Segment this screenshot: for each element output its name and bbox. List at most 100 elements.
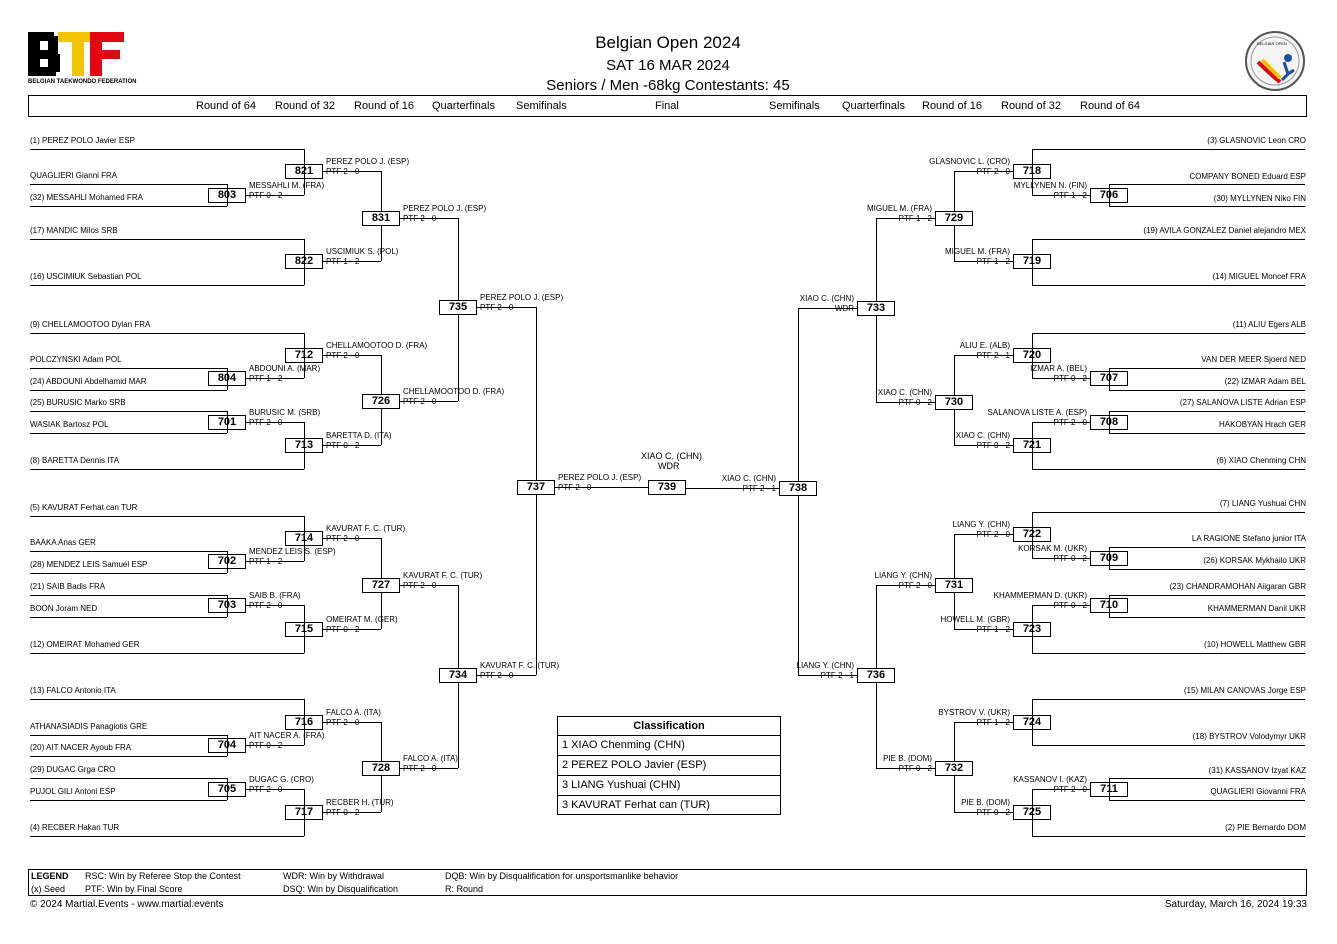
round-label: Semifinals xyxy=(516,100,567,112)
bracket-line xyxy=(477,307,536,308)
bracket-line xyxy=(1032,149,1033,195)
bracket-line xyxy=(954,445,1013,446)
match-winner: KAVURAT F. C. (TUR) xyxy=(403,571,483,580)
bracket-line xyxy=(954,534,1013,535)
bracket-line xyxy=(30,617,227,618)
bracket-line xyxy=(1109,184,1305,185)
bracket-line xyxy=(477,675,536,676)
bracket-line xyxy=(954,261,1013,262)
bracket-line xyxy=(954,171,1013,172)
match-winner: BURUSIC M. (SRB) xyxy=(249,408,321,417)
bracket-line xyxy=(954,534,955,578)
bracket-line xyxy=(798,308,857,309)
match-score: PTF 1 - 2 xyxy=(326,257,360,266)
bracket-line xyxy=(30,469,304,470)
match-box: 733 xyxy=(857,301,895,316)
bracket-line xyxy=(30,551,227,552)
right-player-name: (27) SALANOVA LISTE Adrian ESP xyxy=(1179,398,1306,407)
bracket-line xyxy=(381,409,382,445)
match-score: PTF 0 - 2 xyxy=(976,441,1010,450)
match-winner: OMEIRAT M. (GER) xyxy=(326,615,398,624)
match-winner: MESSAHLI M. (FRA) xyxy=(249,181,325,190)
match-score: PTF 2 - 0 xyxy=(326,167,360,176)
match-winner: KAVURAT F. C. (TUR) xyxy=(326,524,406,533)
bracket-line xyxy=(1109,411,1305,412)
bracket-line xyxy=(381,355,382,394)
match-winner: KHAMMERMAN D. (UKR) xyxy=(993,591,1087,600)
match-score: PTF 1 - 2 xyxy=(898,214,932,223)
match-winner: PEREZ POLO J. (ESP) xyxy=(326,157,410,166)
match-score: PTF 2 - 0 xyxy=(480,671,514,680)
bracket-line xyxy=(876,218,877,301)
match-winner: FALCO A. (ITA) xyxy=(403,754,458,763)
match-score: PTF 1 - 2 xyxy=(976,625,1010,634)
bracket-line xyxy=(30,573,227,574)
round-label: Round of 16 xyxy=(922,100,982,112)
match-box: 712 xyxy=(285,348,323,363)
left-player-name: (17) MANDIC Milos SRB xyxy=(30,226,118,235)
legend-rsc: RSC: Win by Referee Stop the Contest xyxy=(85,871,241,881)
match-winner: PIE B. (DOM) xyxy=(961,798,1010,807)
bracket-line xyxy=(1109,778,1110,800)
match-score: PTF 2 - 0 xyxy=(898,581,932,590)
event-title: Belgian Open 2024 xyxy=(595,33,741,52)
final-winner: XIAO C. (CHN) xyxy=(641,451,703,461)
round-label: Semifinals xyxy=(769,100,820,112)
bracket-line xyxy=(246,745,304,746)
footer-copyright: © 2024 Martial.Events - www.martial.even… xyxy=(30,899,224,910)
match-score: PTF 1 - 2 xyxy=(976,718,1010,727)
match-score: PTF 0 - 2 xyxy=(976,808,1010,817)
bracket-line xyxy=(30,390,227,391)
bracket-line xyxy=(458,315,459,401)
left-player-name: (20) AIT NACER Ayoub FRA xyxy=(30,743,132,752)
right-player-name: KHAMMERMAN Danil UKR xyxy=(1207,604,1306,613)
bracket-line xyxy=(954,355,1013,356)
match-winner: KAVURAT F. C. (TUR) xyxy=(480,661,560,670)
bracket-line xyxy=(1032,239,1305,240)
bracket-line xyxy=(381,722,382,761)
bracket-line xyxy=(400,218,458,219)
bracket-line xyxy=(246,605,304,606)
bracket-line xyxy=(798,675,857,676)
left-player-name: QUAGLIERI Gianni FRA xyxy=(30,171,118,180)
belgian-open-logo: BELGIAN OPEN xyxy=(1244,30,1306,92)
bracket-line xyxy=(381,538,382,578)
left-player-name: (8) BARETTA Dennis ITA xyxy=(30,456,120,465)
bracket-line xyxy=(1032,745,1305,746)
bracket-line xyxy=(1109,411,1110,433)
bracket-line xyxy=(246,422,304,423)
bracket-line xyxy=(954,722,955,761)
bracket-line xyxy=(30,778,227,779)
classification-row: 2 PEREZ POLO Javier (ESP) xyxy=(558,756,780,776)
match-score: PTF 2 - 0 xyxy=(249,418,283,427)
left-player-name: (5) KAVURAT Ferhat can TUR xyxy=(30,503,138,512)
right-player-name: VAN DER MEER Sjoerd NED xyxy=(1201,355,1306,364)
footer-timestamp: Saturday, March 16, 2024 19:33 xyxy=(1164,899,1307,910)
match-box: 735 xyxy=(439,300,477,315)
match-score: PTF 2 - 0 xyxy=(1053,785,1087,794)
bracket-line xyxy=(954,722,1013,723)
left-player-name: (24) ABDOUNI Abdelhamid MAR xyxy=(30,377,147,386)
match-box: 728 xyxy=(362,761,400,776)
match-score: PTF 0 - 2 xyxy=(249,191,283,200)
bracket-line xyxy=(1109,617,1305,618)
match-score: PTF 1 - 2 xyxy=(249,374,283,383)
bracket-line xyxy=(1032,836,1305,837)
bracket-line xyxy=(304,239,305,285)
bracket-line xyxy=(227,184,228,206)
match-winner: AIT NACER A. (FRA) xyxy=(249,731,325,740)
bracket-line xyxy=(1032,195,1090,196)
match-winner: LIANG Y. (CHN) xyxy=(796,661,855,670)
bracket-line xyxy=(381,776,382,812)
right-player-name: (11) ALIU Egers ALB xyxy=(1232,320,1306,329)
left-player-name: (25) BURUSIC Marko SRB xyxy=(30,398,126,407)
match-winner: RECBER H. (TUR) xyxy=(326,798,394,807)
bracket-line xyxy=(323,261,381,262)
match-score: PTF 0 - 2 xyxy=(1053,554,1087,563)
bracket-line xyxy=(1032,789,1033,836)
bracket-line xyxy=(954,226,955,261)
left-player-name: PUJOL GILI Antoni ESP xyxy=(30,787,116,796)
bracket-line xyxy=(876,218,935,219)
match-winner: MIGUEL M. (FRA) xyxy=(944,247,1010,256)
belgian-open-logo-text: BELGIAN OPEN xyxy=(1257,41,1287,46)
